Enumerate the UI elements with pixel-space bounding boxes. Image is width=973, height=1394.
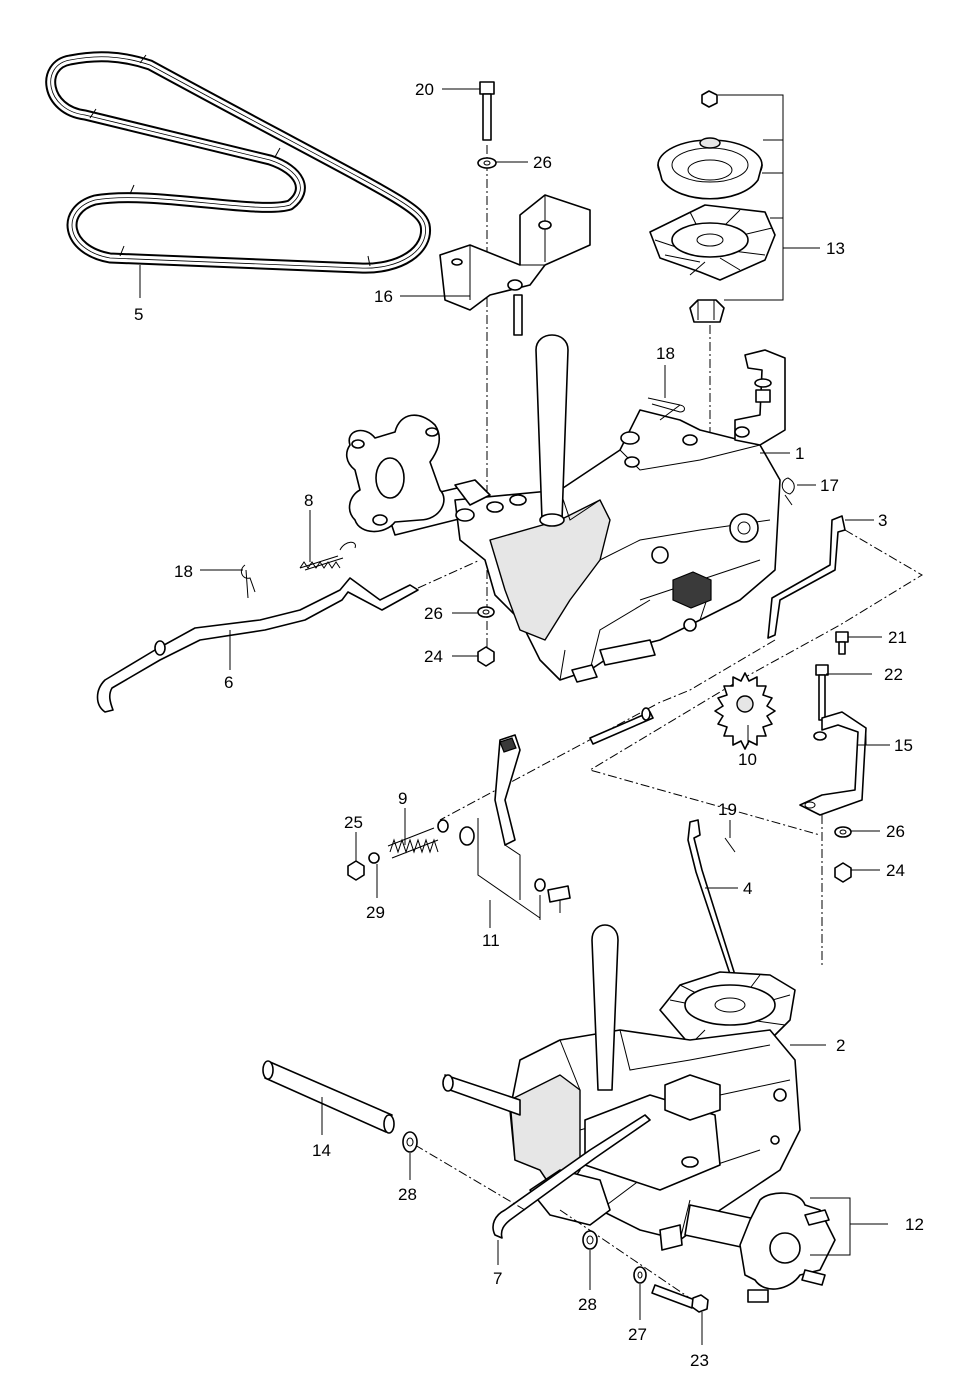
transmission-1: [345, 334, 786, 683]
callout-10: 10: [738, 750, 757, 769]
clip-17: [781, 477, 795, 506]
washer-28-bottom: [582, 1230, 598, 1250]
nut-24-right: [834, 862, 852, 883]
callout-27: 27: [628, 1325, 647, 1344]
mount-bracket-16: [439, 194, 591, 336]
drive-belt: [45, 51, 431, 274]
nut-25: [347, 860, 365, 881]
control-rod-6: [96, 577, 419, 713]
spring-9: [387, 827, 439, 859]
callout-14: 14: [312, 1141, 331, 1160]
washer-26-mid: [477, 606, 495, 618]
washer-26-right: [834, 826, 852, 838]
callout-29: 29: [366, 903, 385, 922]
bolt-22: [815, 664, 829, 721]
bar-14: [262, 1060, 395, 1134]
callout-2: 2: [836, 1036, 845, 1055]
callout-20: 20: [415, 80, 434, 99]
callout-15: 15: [894, 736, 913, 755]
hairpin-18-upper: [647, 397, 685, 421]
callout-7: 7: [493, 1269, 502, 1288]
callout-26-right: 26: [886, 822, 905, 841]
callout-11: 11: [482, 931, 500, 950]
hairpin-18-left: [240, 564, 256, 599]
callout-21: 21: [888, 628, 907, 647]
callout-25: 25: [344, 813, 363, 832]
spring-8: [299, 541, 356, 571]
callout-13: 13: [826, 239, 845, 258]
transmission-2: [442, 924, 836, 1303]
callout-24-right: 24: [886, 861, 905, 880]
lever-11: [459, 734, 571, 920]
callout-28-left: 28: [398, 1185, 417, 1204]
callout-12: 12: [905, 1215, 924, 1234]
callout-26-mid: 26: [424, 604, 443, 623]
callout-labels: 20 26 13 16 5 18 1 17 3 8 18 6 26 24 21 …: [134, 80, 924, 1370]
callout-24-mid: 24: [424, 647, 443, 666]
washer-28-left: [402, 1131, 418, 1153]
callout-19: 19: [718, 800, 737, 819]
bolt-21: [835, 631, 849, 655]
rod-4: [687, 819, 736, 978]
washer-26-top: [477, 157, 497, 169]
callout-3: 3: [878, 511, 887, 530]
pulley-fan-assembly-13: [649, 90, 776, 323]
callout-28-bottom: 28: [578, 1295, 597, 1314]
callout-18-left: 18: [174, 562, 193, 581]
bolt-23: [651, 1284, 709, 1313]
leader-lines: [139, 88, 890, 1345]
washer-29: [368, 852, 380, 864]
bolt-20: [479, 81, 495, 141]
callout-1: 1: [795, 444, 804, 463]
callout-4: 4: [743, 879, 752, 898]
sprocket-10: [714, 672, 776, 750]
callout-18-upper: 18: [656, 344, 675, 363]
callout-6: 6: [224, 673, 233, 692]
nut-24-mid: [477, 646, 495, 667]
pin-19: [724, 837, 736, 853]
callout-26-top: 26: [533, 153, 552, 172]
rod-7: [492, 1114, 651, 1239]
callout-9: 9: [398, 789, 407, 808]
control-rod-3: [767, 515, 846, 639]
callout-8: 8: [304, 491, 313, 510]
callout-22: 22: [884, 665, 903, 684]
callout-5: 5: [134, 305, 143, 324]
callout-16: 16: [374, 287, 393, 306]
bracket-15: [799, 711, 867, 816]
callout-23: 23: [690, 1351, 709, 1370]
callout-17: 17: [820, 476, 839, 495]
washer-27: [633, 1266, 647, 1284]
